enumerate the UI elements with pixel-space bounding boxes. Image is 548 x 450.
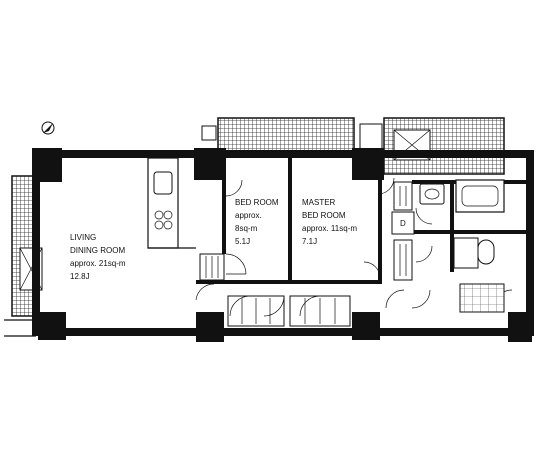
bedroom-area-line2: 8sq-m [235,224,258,233]
master-name-line2: BED ROOM [302,211,346,220]
north-arrow-icon [41,121,55,135]
balcony-north [201,117,505,175]
door-swings [195,177,513,317]
bedroom-name: BED ROOM [235,198,279,207]
kitchen [147,157,196,249]
master-tatami: 7.1J [302,237,317,246]
closets [199,181,413,327]
bedroom-tatami: 5.1J [235,237,250,246]
living-tatami: 12.8J [70,272,90,281]
living-name-line2: DINING ROOM [70,246,125,255]
living-area: approx. 21sq-m [70,259,126,268]
bedroom-label: BED ROOM approx. 8sq-m 5.1J [235,198,279,246]
master-bedroom-label: MASTER BED ROOM approx. 11sq-m 7.1J [302,198,357,246]
master-area: approx. 11sq-m [302,224,357,233]
living-name-line1: LIVING [70,233,96,242]
master-name-line1: MASTER [302,198,336,207]
closet-d-label: D [400,219,406,228]
living-room-label: LIVING DINING ROOM approx. 21sq-m 12.8J [70,233,126,281]
bathroom [391,179,505,313]
bedroom-area-line1: approx. [235,211,262,220]
